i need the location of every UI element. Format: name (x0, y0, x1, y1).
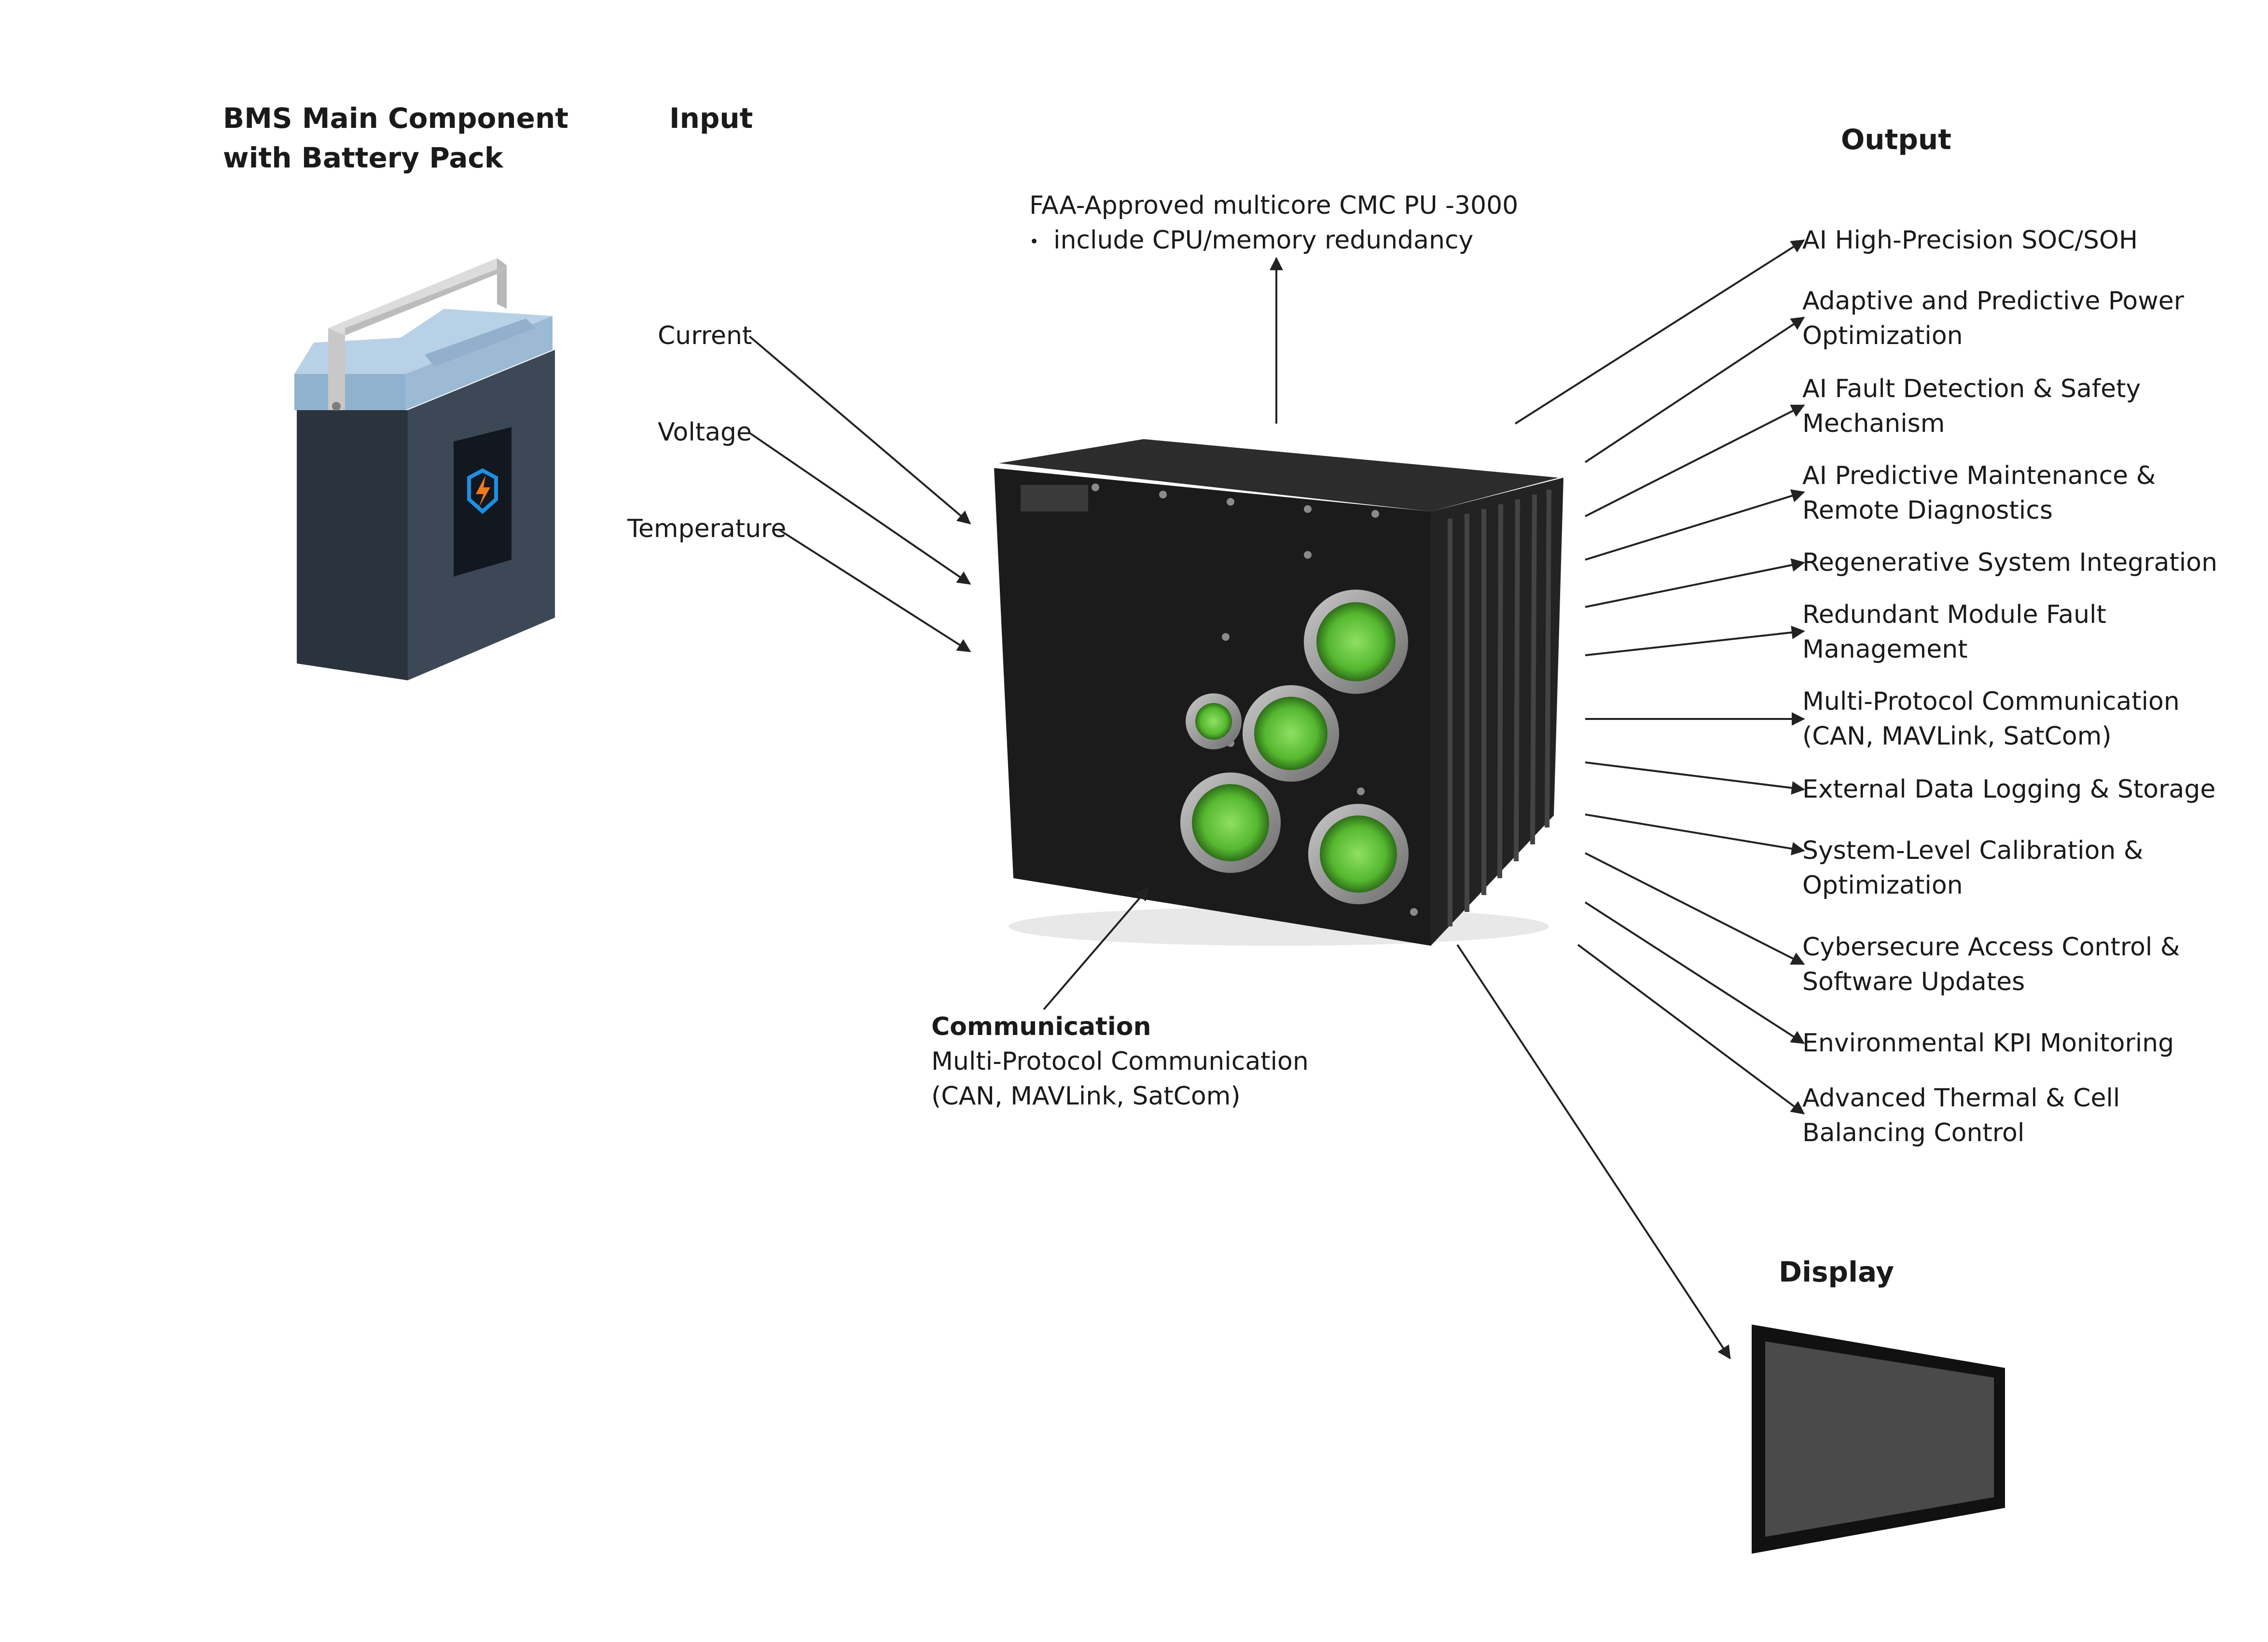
output-item-thermal-balancing: Advanced Thermal & Cell Balancing Contro… (1802, 1081, 2120, 1150)
output-item-redundant-module: Redundant Module Fault Management (1802, 597, 2106, 667)
output-item-line: (CAN, MAVLink, SatCom) (1802, 722, 2112, 751)
output-item-multi-protocol: Multi-Protocol Communication (CAN, MAVLi… (1802, 684, 2180, 754)
arrow-voltage (748, 432, 971, 585)
communication-line-2: (CAN, MAVLink, SatCom) (931, 1082, 1241, 1111)
output-item-line: Balancing Control (1802, 1118, 2025, 1147)
output-item-line: External Data Logging & Storage (1802, 775, 2216, 804)
output-item-line: AI High-Precision SOC/SOH (1802, 226, 2138, 255)
output-item-fault-detection: AI Fault Detection & Safety Mechanism (1802, 372, 2141, 441)
cpu-description: FAA-Approved multicore CMC PU -3000 incl… (1029, 188, 1518, 259)
output-item-line: Mechanism (1802, 409, 1945, 438)
arrow-output-11 (1584, 901, 1805, 1044)
output-item-line: Optimization (1802, 321, 1963, 350)
output-item-line: Software Updates (1802, 967, 2025, 996)
arrow-output-10 (1585, 852, 1805, 965)
arrow-output-1 (1514, 239, 1805, 425)
arrow-output-2 (1584, 317, 1805, 463)
arrow-output-12 (1577, 944, 1805, 1115)
battery-title: BMS Main Component with Battery Pack (223, 98, 568, 178)
output-item-predictive-maintenance: AI Predictive Maintenance & Remote Diagn… (1802, 458, 2156, 528)
arrow-communication (1043, 886, 1149, 1010)
output-item-cybersecure: Cybersecure Access Control & Software Up… (1802, 930, 2180, 999)
output-item-soc-soh: AI High-Precision SOC/SOH (1802, 223, 2138, 258)
output-item-line: Advanced Thermal & Cell (1802, 1084, 2120, 1113)
input-title: Input (669, 102, 753, 135)
output-item-regenerative: Regenerative System Integration (1802, 545, 2217, 580)
output-title: Output (1841, 123, 1951, 156)
arrow-temperature (777, 528, 971, 652)
input-temperature-label: Temperature (627, 514, 787, 543)
communication-description: Communication Multi-Protocol Communicati… (931, 1009, 1309, 1114)
output-item-line: Optimization (1802, 871, 1963, 900)
arrow-output-4 (1585, 489, 1805, 561)
output-item-data-logging: External Data Logging & Storage (1802, 772, 2215, 807)
arrow-output-8 (1585, 761, 1805, 795)
output-item-line: Adaptive and Predictive Power (1802, 287, 2185, 316)
display-screen-icon (1752, 1325, 2005, 1554)
output-item-line: Environmental KPI Monitoring (1802, 1029, 2174, 1058)
display-title: Display (1779, 1256, 1895, 1288)
arrow-output-3 (1585, 404, 1805, 517)
input-voltage-label: Voltage (658, 418, 752, 447)
cpu-bullet: include CPU/memory redundancy (1029, 223, 1518, 259)
bms-controller-unit (994, 439, 1563, 946)
arrow-display (1456, 944, 1731, 1360)
arrow-output-5 (1585, 558, 1805, 608)
output-item-line: Management (1802, 635, 1968, 664)
output-item-calibration: System-Level Calibration & Optimization (1802, 833, 2143, 903)
arrow-current (748, 335, 971, 524)
battery-pack-icon (294, 258, 555, 680)
output-item-line: Remote Diagnostics (1802, 496, 2053, 525)
output-item-line: Redundant Module Fault (1802, 600, 2106, 629)
arrow-output-6 (1585, 625, 1805, 656)
communication-title: Communication (931, 1012, 1151, 1041)
battery-title-line-2: with Battery Pack (223, 141, 503, 174)
output-item-line: Multi-Protocol Communication (1802, 687, 2180, 716)
cpu-title: FAA-Approved multicore CMC PU -3000 (1029, 191, 1519, 220)
lightning-bolt-icon (467, 468, 498, 514)
battery-title-line-1: BMS Main Component (223, 102, 568, 135)
output-item-environmental-kpi: Environmental KPI Monitoring (1802, 1026, 2174, 1061)
output-item-line: Cybersecure Access Control & (1802, 933, 2180, 962)
communication-line-1: Multi-Protocol Communication (931, 1047, 1309, 1076)
output-item-line: AI Predictive Maintenance & (1802, 461, 2156, 490)
output-item-line: AI Fault Detection & Safety (1802, 374, 2141, 403)
output-item-line: Regenerative System Integration (1802, 548, 2218, 577)
arrow-output-9 (1585, 814, 1805, 855)
output-item-power-optimization: Adaptive and Predictive Power Optimizati… (1802, 284, 2184, 353)
input-current-label: Current (658, 321, 752, 350)
output-item-line: System-Level Calibration & (1802, 836, 2144, 865)
